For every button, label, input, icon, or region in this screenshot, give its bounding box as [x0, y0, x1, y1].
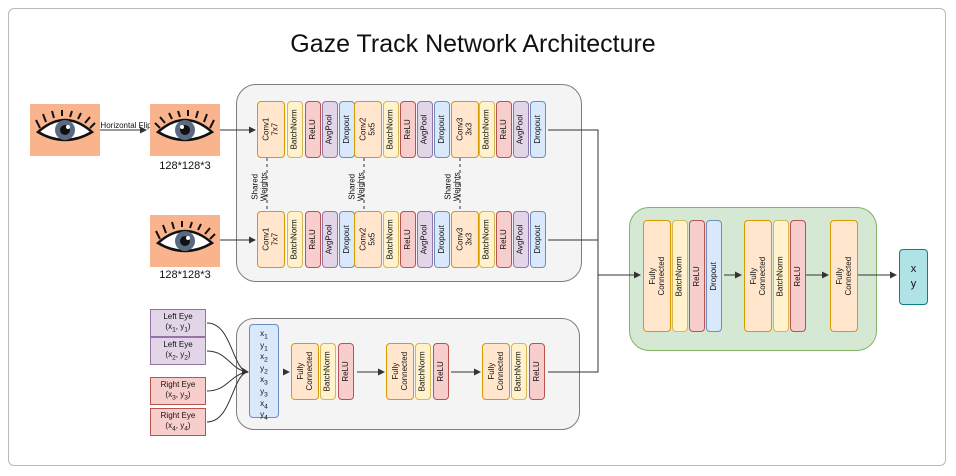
eye-icon: [154, 110, 215, 142]
landmark-right-eye-2: Right Eye (x4, y4): [150, 408, 206, 436]
avgpool-block: AvgPool: [322, 211, 338, 268]
coordinate-vector: x1 y1 x2 y2 x3 y3 x4 y4: [249, 324, 279, 422]
avgpool-block: AvgPool: [322, 101, 338, 158]
conv2-block: Conv2 5x5: [354, 101, 382, 158]
input-eye-original: [30, 104, 100, 156]
fully-connected-block: Fully Connected: [830, 220, 858, 332]
relu-block: ReLU: [400, 211, 416, 268]
eye-icon: [155, 221, 216, 253]
conv3-block: Conv3 3x3: [451, 101, 479, 158]
batchnorm-block: BatchNorm: [383, 211, 399, 268]
relu-block: ReLU: [338, 343, 354, 400]
batchnorm-block: BatchNorm: [383, 101, 399, 158]
dropout-block: Dropout: [530, 101, 546, 158]
dropout-block: Dropout: [339, 101, 355, 158]
avgpool-block: AvgPool: [513, 211, 529, 268]
conv3-block: Conv3 3x3: [451, 211, 479, 268]
relu-block: ReLU: [529, 343, 545, 400]
input-size-bottom: 128*128*3: [159, 269, 211, 281]
input-size-top: 128*128*3: [159, 160, 211, 172]
landmark-left-eye-2: Left Eye (x2, y2): [150, 337, 206, 365]
output-y: y: [910, 278, 917, 290]
page-title: Gaze Track Network Architecture: [290, 30, 656, 58]
conv2-block: Conv2 5x5: [354, 211, 382, 268]
dropout-block: Dropout: [706, 220, 722, 332]
coord-item: y2: [260, 363, 268, 376]
flip-label: Horizontal Flip: [100, 121, 152, 130]
batchnorm-block: BatchNorm: [479, 211, 495, 268]
shared-weights-label: Shared Weights: [443, 172, 462, 202]
input-eye-second: [150, 215, 220, 267]
coord-item: x2: [260, 352, 268, 364]
batchnorm-block: BatchNorm: [287, 101, 303, 158]
fully-connected-block: Fully Connected: [482, 343, 510, 400]
conv1-block: Conv1 7x7: [257, 101, 285, 158]
dropout-block: Dropout: [434, 211, 450, 268]
relu-block: ReLU: [689, 220, 705, 332]
batchnorm-block: BatchNorm: [479, 101, 495, 158]
conv1-block: Conv1 7x7: [257, 211, 285, 268]
input-eye-flipped: [150, 104, 220, 156]
batchnorm-block: BatchNorm: [287, 211, 303, 268]
eye-icon: [35, 110, 96, 142]
coord-item: y1: [260, 340, 268, 353]
dropout-block: Dropout: [530, 211, 546, 268]
coord-item: x4: [260, 398, 268, 411]
fully-connected-block: Fully Connected: [643, 220, 671, 332]
relu-block: ReLU: [305, 101, 321, 158]
landmark-right-eye-1: Right Eye (x3, y3): [150, 377, 206, 405]
avgpool-block: AvgPool: [417, 101, 433, 158]
shared-weights-label: Shared Weights: [250, 172, 269, 202]
batchnorm-block: BatchNorm: [672, 220, 688, 332]
coord-item: x3: [260, 375, 268, 387]
coord-item: y3: [260, 386, 268, 399]
dropout-block: Dropout: [339, 211, 355, 268]
shared-weights-label: Shared Weights: [347, 172, 366, 202]
batchnorm-block: BatchNorm: [320, 343, 336, 400]
coord-item: y4: [260, 410, 268, 422]
dropout-block: Dropout: [434, 101, 450, 158]
landmark-left-eye-1: Left Eye (x1, y1): [150, 309, 206, 337]
fully-connected-block: Fully Connected: [291, 343, 319, 400]
avgpool-block: AvgPool: [513, 101, 529, 158]
relu-block: ReLU: [496, 211, 512, 268]
coord-item: x1: [260, 329, 268, 341]
batchnorm-block: BatchNorm: [415, 343, 431, 400]
batchnorm-block: BatchNorm: [773, 220, 789, 332]
fully-connected-block: Fully Connected: [386, 343, 414, 400]
avgpool-block: AvgPool: [417, 211, 433, 268]
relu-block: ReLU: [496, 101, 512, 158]
fully-connected-block: Fully Connected: [744, 220, 772, 332]
relu-block: ReLU: [305, 211, 321, 268]
batchnorm-block: BatchNorm: [511, 343, 527, 400]
relu-block: ReLU: [433, 343, 449, 400]
relu-block: ReLU: [790, 220, 806, 332]
relu-block: ReLU: [400, 101, 416, 158]
gaze-output: x y: [899, 249, 928, 305]
output-x: x: [910, 262, 917, 275]
